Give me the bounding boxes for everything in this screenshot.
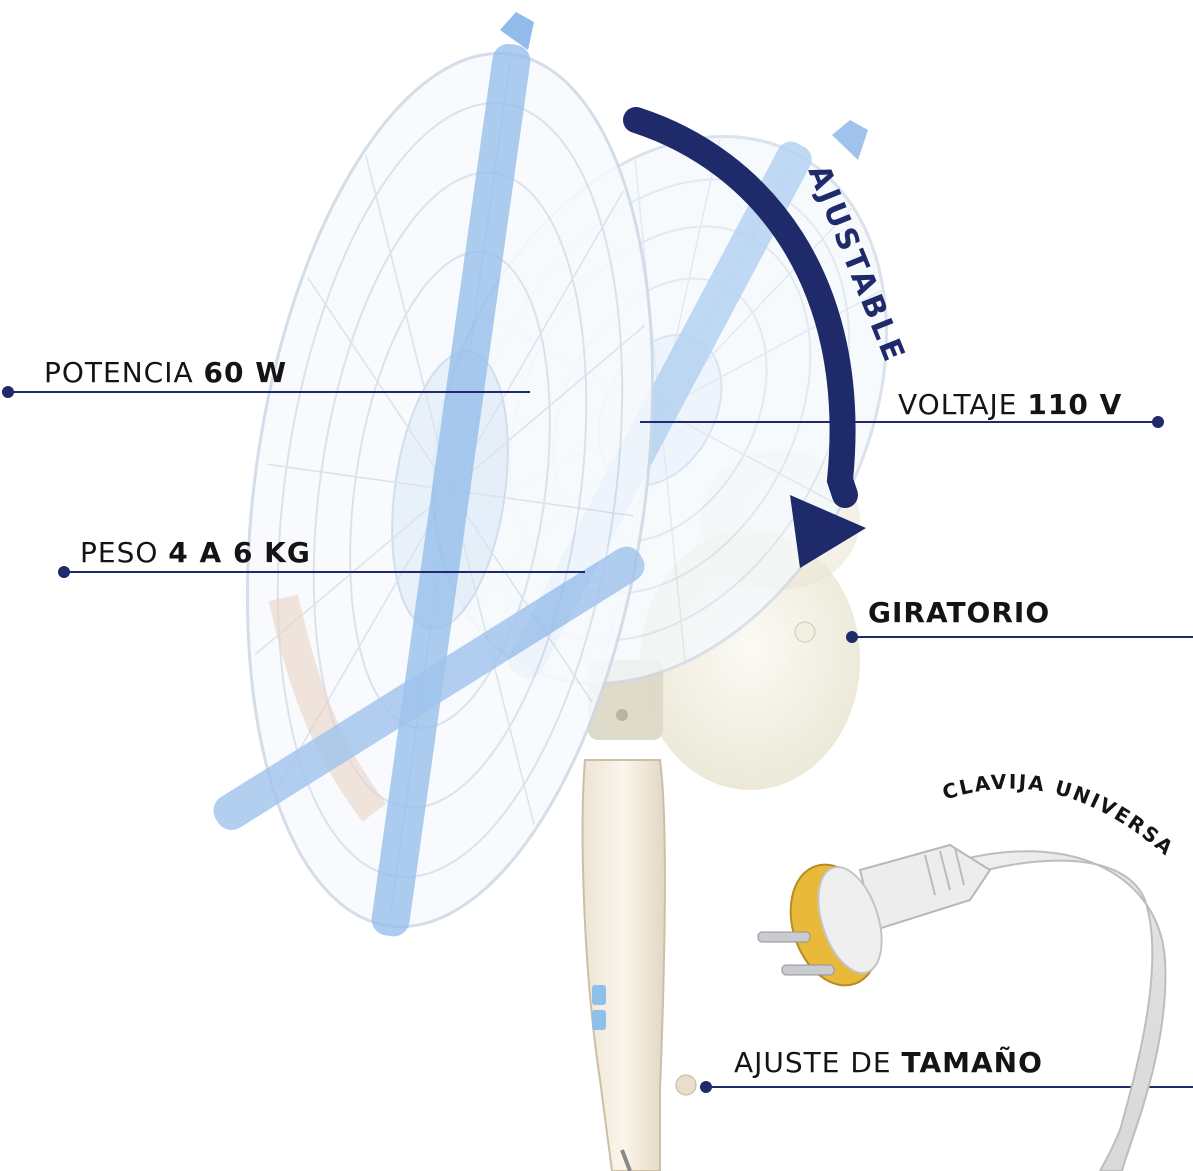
fan-stand bbox=[581, 759, 697, 1171]
ajuste-value: TAMAÑO bbox=[901, 1046, 1043, 1079]
voltaje-prefix: VOLTAJE bbox=[898, 388, 1018, 421]
speed-button-icon bbox=[592, 1010, 606, 1030]
potencia-value: 60 W bbox=[203, 356, 288, 389]
plug-icon bbox=[757, 843, 1167, 1171]
height-knob-icon bbox=[675, 1074, 697, 1096]
potencia-prefix: POTENCIA bbox=[44, 356, 194, 389]
giratorio-label: GIRATORIO bbox=[868, 596, 1050, 629]
speed-button-icon bbox=[592, 985, 606, 1005]
voltaje-label: VOLTAJE 110 V bbox=[898, 388, 1122, 421]
voltaje-value: 110 V bbox=[1027, 388, 1123, 421]
fan-guard-front bbox=[213, 12, 655, 937]
peso-prefix: PESO bbox=[80, 536, 159, 569]
peso-label: PESO 4 A 6 KG bbox=[80, 536, 311, 569]
peso-value: 4 A 6 KG bbox=[168, 536, 311, 569]
giratorio-value: GIRATORIO bbox=[868, 596, 1051, 629]
potencia-label: POTENCIA 60 W bbox=[44, 356, 287, 389]
callout-lines bbox=[2, 386, 1193, 1093]
ajuste-label: AJUSTE DE TAMAÑO bbox=[734, 1046, 1043, 1079]
ajuste-prefix: AJUSTE DE bbox=[734, 1046, 892, 1079]
